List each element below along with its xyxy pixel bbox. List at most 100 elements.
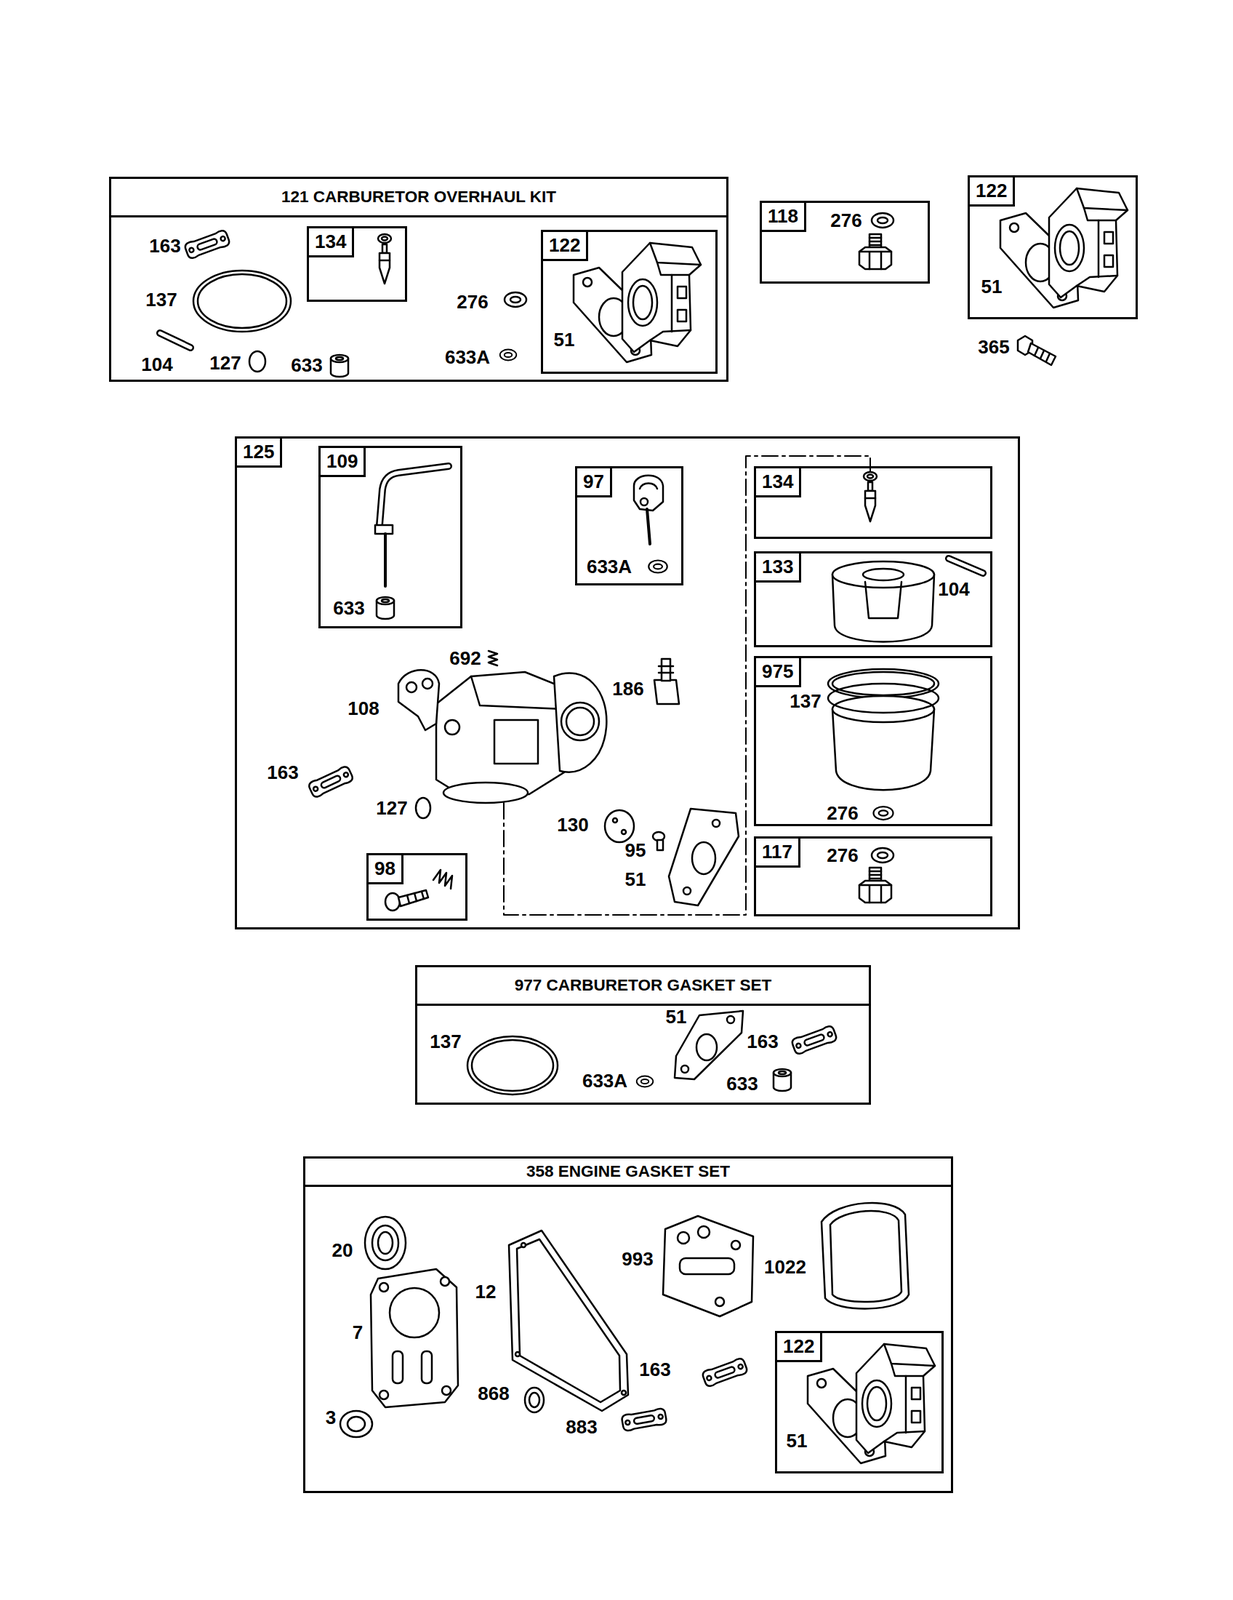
callout-number: 163: [266, 762, 299, 782]
part-box: 98: [366, 852, 468, 921]
callout-number: 163: [746, 1031, 778, 1051]
callout-number: 276: [826, 845, 858, 865]
callout-number: 633A: [586, 556, 632, 576]
callout-number: 633: [726, 1073, 758, 1093]
gasket: [307, 764, 355, 798]
gasket: [701, 1356, 749, 1387]
needle-valve: [863, 471, 877, 522]
kit-box: 977 CARBURETOR GASKET SET: [415, 964, 871, 1105]
ref-number-tab: 133: [756, 553, 802, 583]
kit-box: 358 ENGINE GASKET SET 122: [303, 1155, 954, 1493]
manifold-assembly: [1000, 188, 1128, 308]
callout-number: 51: [553, 330, 576, 349]
throttle-lever: [633, 475, 664, 544]
callout-number: 3: [325, 1407, 336, 1427]
part-box: 134: [306, 226, 408, 302]
screw: [652, 831, 665, 850]
pin: [159, 332, 191, 348]
washer: [504, 292, 527, 307]
bolt: [1017, 335, 1056, 365]
callout-number: 633A: [444, 347, 491, 367]
bowl-plug: [859, 867, 892, 903]
ref-number-tab: 125: [237, 438, 283, 468]
callout-number: 993: [621, 1248, 653, 1268]
gasket: [621, 1407, 668, 1431]
callout-number: 104: [937, 579, 970, 599]
pin: [948, 558, 983, 573]
washer: [873, 806, 894, 820]
callout-number: 365: [977, 337, 1010, 357]
cover-gasket: [821, 1202, 909, 1308]
ref-number-tab: 122: [543, 231, 589, 261]
choke-link: [375, 466, 449, 586]
kit-title: 358 ENGINE GASKET SET: [305, 1158, 951, 1187]
needle-valve: [378, 234, 392, 284]
crankcase-gasket: [508, 1230, 629, 1411]
part-box: 122: [774, 1330, 944, 1473]
ref-number-tab: 118: [761, 202, 807, 232]
callout-number: 20: [332, 1240, 354, 1260]
ref-number-tab: 122: [969, 177, 1015, 207]
callout-number: 276: [830, 210, 862, 230]
dash-dot-bracket: [503, 455, 871, 915]
ref-number-tab: 975: [756, 657, 802, 688]
washer: [636, 1075, 654, 1087]
ref-number-tab: 117: [756, 838, 801, 868]
choke-plate: [398, 669, 440, 730]
callout-number: 186: [612, 679, 644, 698]
carburetor-body: [436, 671, 607, 803]
part-box: 122: [540, 229, 718, 374]
head-gasket: [370, 1268, 459, 1407]
callout-number: 1022: [764, 1256, 807, 1276]
callout-number: 137: [789, 691, 821, 711]
throttle-plate: [604, 809, 634, 842]
callout-number: 276: [826, 803, 858, 823]
callout-number: 127: [375, 798, 408, 818]
ref-number-tab: 97: [577, 468, 613, 498]
gasket: [183, 229, 231, 259]
callout-number: 868: [477, 1383, 509, 1403]
callout-number: 163: [149, 236, 181, 256]
callout-number: 276: [456, 292, 488, 312]
kit-title: 977 CARBURETOR GASKET SET: [417, 966, 869, 1006]
callout-number: 137: [145, 290, 177, 309]
bushing: [376, 596, 395, 619]
bushing: [773, 1068, 791, 1091]
callout-number: 51: [981, 276, 1003, 296]
callout-number: 51: [786, 1430, 808, 1450]
manifold-assembly: [573, 242, 701, 363]
plug-disc: [249, 351, 266, 372]
callout-number: 51: [665, 1006, 688, 1026]
gasket: [668, 808, 739, 906]
oil-seal: [364, 1216, 406, 1269]
plug-disc: [415, 797, 431, 818]
callout-number: 51: [625, 869, 647, 889]
oil-seal: [524, 1387, 544, 1412]
ref-number-tab: 134: [756, 468, 802, 498]
kit-box: 121 CARBURETOR OVERHAUL KIT 134 122: [109, 176, 729, 382]
callout-number: 137: [429, 1031, 461, 1051]
washer: [648, 560, 668, 573]
spring: [488, 650, 498, 666]
part-box: 975: [753, 655, 993, 826]
part-box: 133: [753, 551, 993, 648]
callout-number: 633: [332, 598, 365, 618]
gasket: [790, 1024, 838, 1055]
ref-number-tab: 134: [308, 228, 355, 258]
ref-number-tab: 109: [320, 447, 366, 477]
part-box: 117: [753, 836, 993, 917]
manifold-assembly: [807, 1343, 935, 1463]
callout-number: 692: [449, 648, 481, 668]
ref-number-tab: 122: [777, 1332, 823, 1362]
part-box: 122: [967, 175, 1138, 320]
washer: [500, 349, 517, 361]
ref-number-tab: 98: [368, 854, 404, 885]
kit-title: 121 CARBURETOR OVERHAUL KIT: [111, 178, 727, 218]
callout-number: 883: [565, 1416, 597, 1436]
callout-number: 130: [556, 814, 589, 834]
gasket: [663, 1215, 754, 1316]
o-ring: [193, 270, 291, 332]
float: [832, 561, 935, 642]
callout-number: 12: [475, 1281, 497, 1301]
